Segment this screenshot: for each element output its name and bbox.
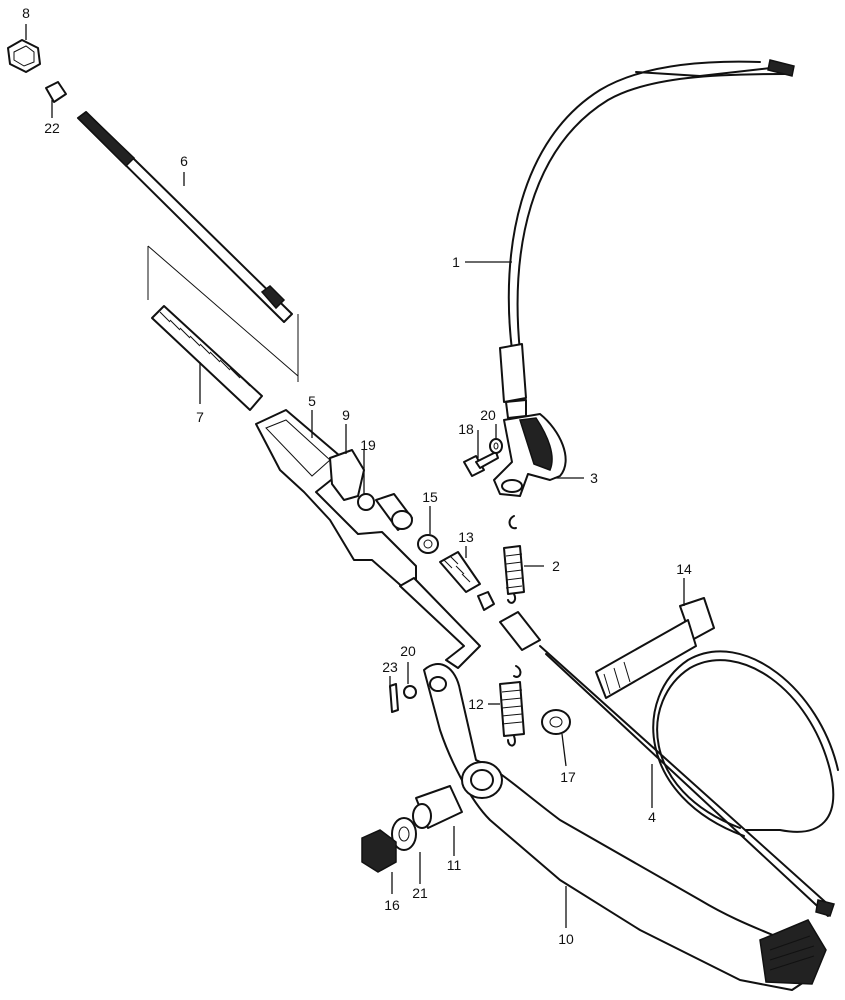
callout-10: 10 [558, 931, 574, 947]
part-11-bushing [412, 785, 463, 829]
part-22-pin [389, 683, 399, 713]
part-1-cable [499, 59, 795, 419]
part-10-pedal [423, 663, 827, 991]
callout-3: 3 [590, 470, 598, 486]
grouping-bracket [147, 245, 299, 382]
callout-7: 7 [196, 409, 204, 425]
callout-23: 22 [44, 120, 60, 136]
part-8-nut [7, 39, 41, 73]
callout-11: 11 [447, 857, 462, 873]
callout-12: 12 [468, 696, 484, 712]
callout-13: 13 [458, 529, 474, 545]
part-20-washer-upper [489, 438, 503, 454]
part-23-bushing [45, 81, 67, 103]
part-18-bolt [463, 451, 499, 477]
callout-20-lower: 20 [400, 643, 416, 659]
callout-14: 14 [676, 561, 692, 577]
part-14-bolt [595, 597, 715, 699]
part-19-collar [357, 493, 375, 511]
callout-17: 17 [560, 769, 576, 785]
callout-8: 8 [22, 5, 30, 21]
leader-lines [25, 24, 685, 928]
callout-18: 18 [458, 421, 474, 437]
part-6-rod [76, 111, 293, 323]
part-15-washer [417, 534, 439, 554]
part-7-spring [151, 305, 263, 411]
part-13-adjuster [439, 551, 495, 611]
callout-21: 21 [412, 885, 428, 901]
callout-6: 6 [180, 153, 188, 169]
callout-4: 4 [648, 809, 656, 825]
callout-1: 1 [452, 254, 460, 270]
callout-labels: 8 22 6 7 5 9 19 15 13 2 3 18 20 1 14 20 … [22, 5, 692, 947]
part-4-cable [499, 611, 839, 917]
callout-20-upper: 20 [480, 407, 496, 423]
callout-16: 16 [384, 897, 400, 913]
part-9-block [329, 449, 365, 501]
part-21-washer [391, 817, 417, 851]
arm-pivot-bushing [375, 493, 413, 531]
callout-2: 2 [552, 558, 560, 574]
callout-22: 23 [382, 659, 398, 675]
part-16-nut [361, 829, 397, 873]
part-12-spring [499, 665, 525, 747]
callout-9: 9 [342, 407, 350, 423]
callout-19: 19 [360, 437, 376, 453]
callout-15: 15 [422, 489, 438, 505]
part-3-bracket [493, 413, 567, 497]
part-17-washer [541, 709, 571, 735]
part-2-spring [503, 515, 525, 604]
callout-5: 5 [308, 393, 316, 409]
part-20-washer-lower [403, 685, 417, 699]
